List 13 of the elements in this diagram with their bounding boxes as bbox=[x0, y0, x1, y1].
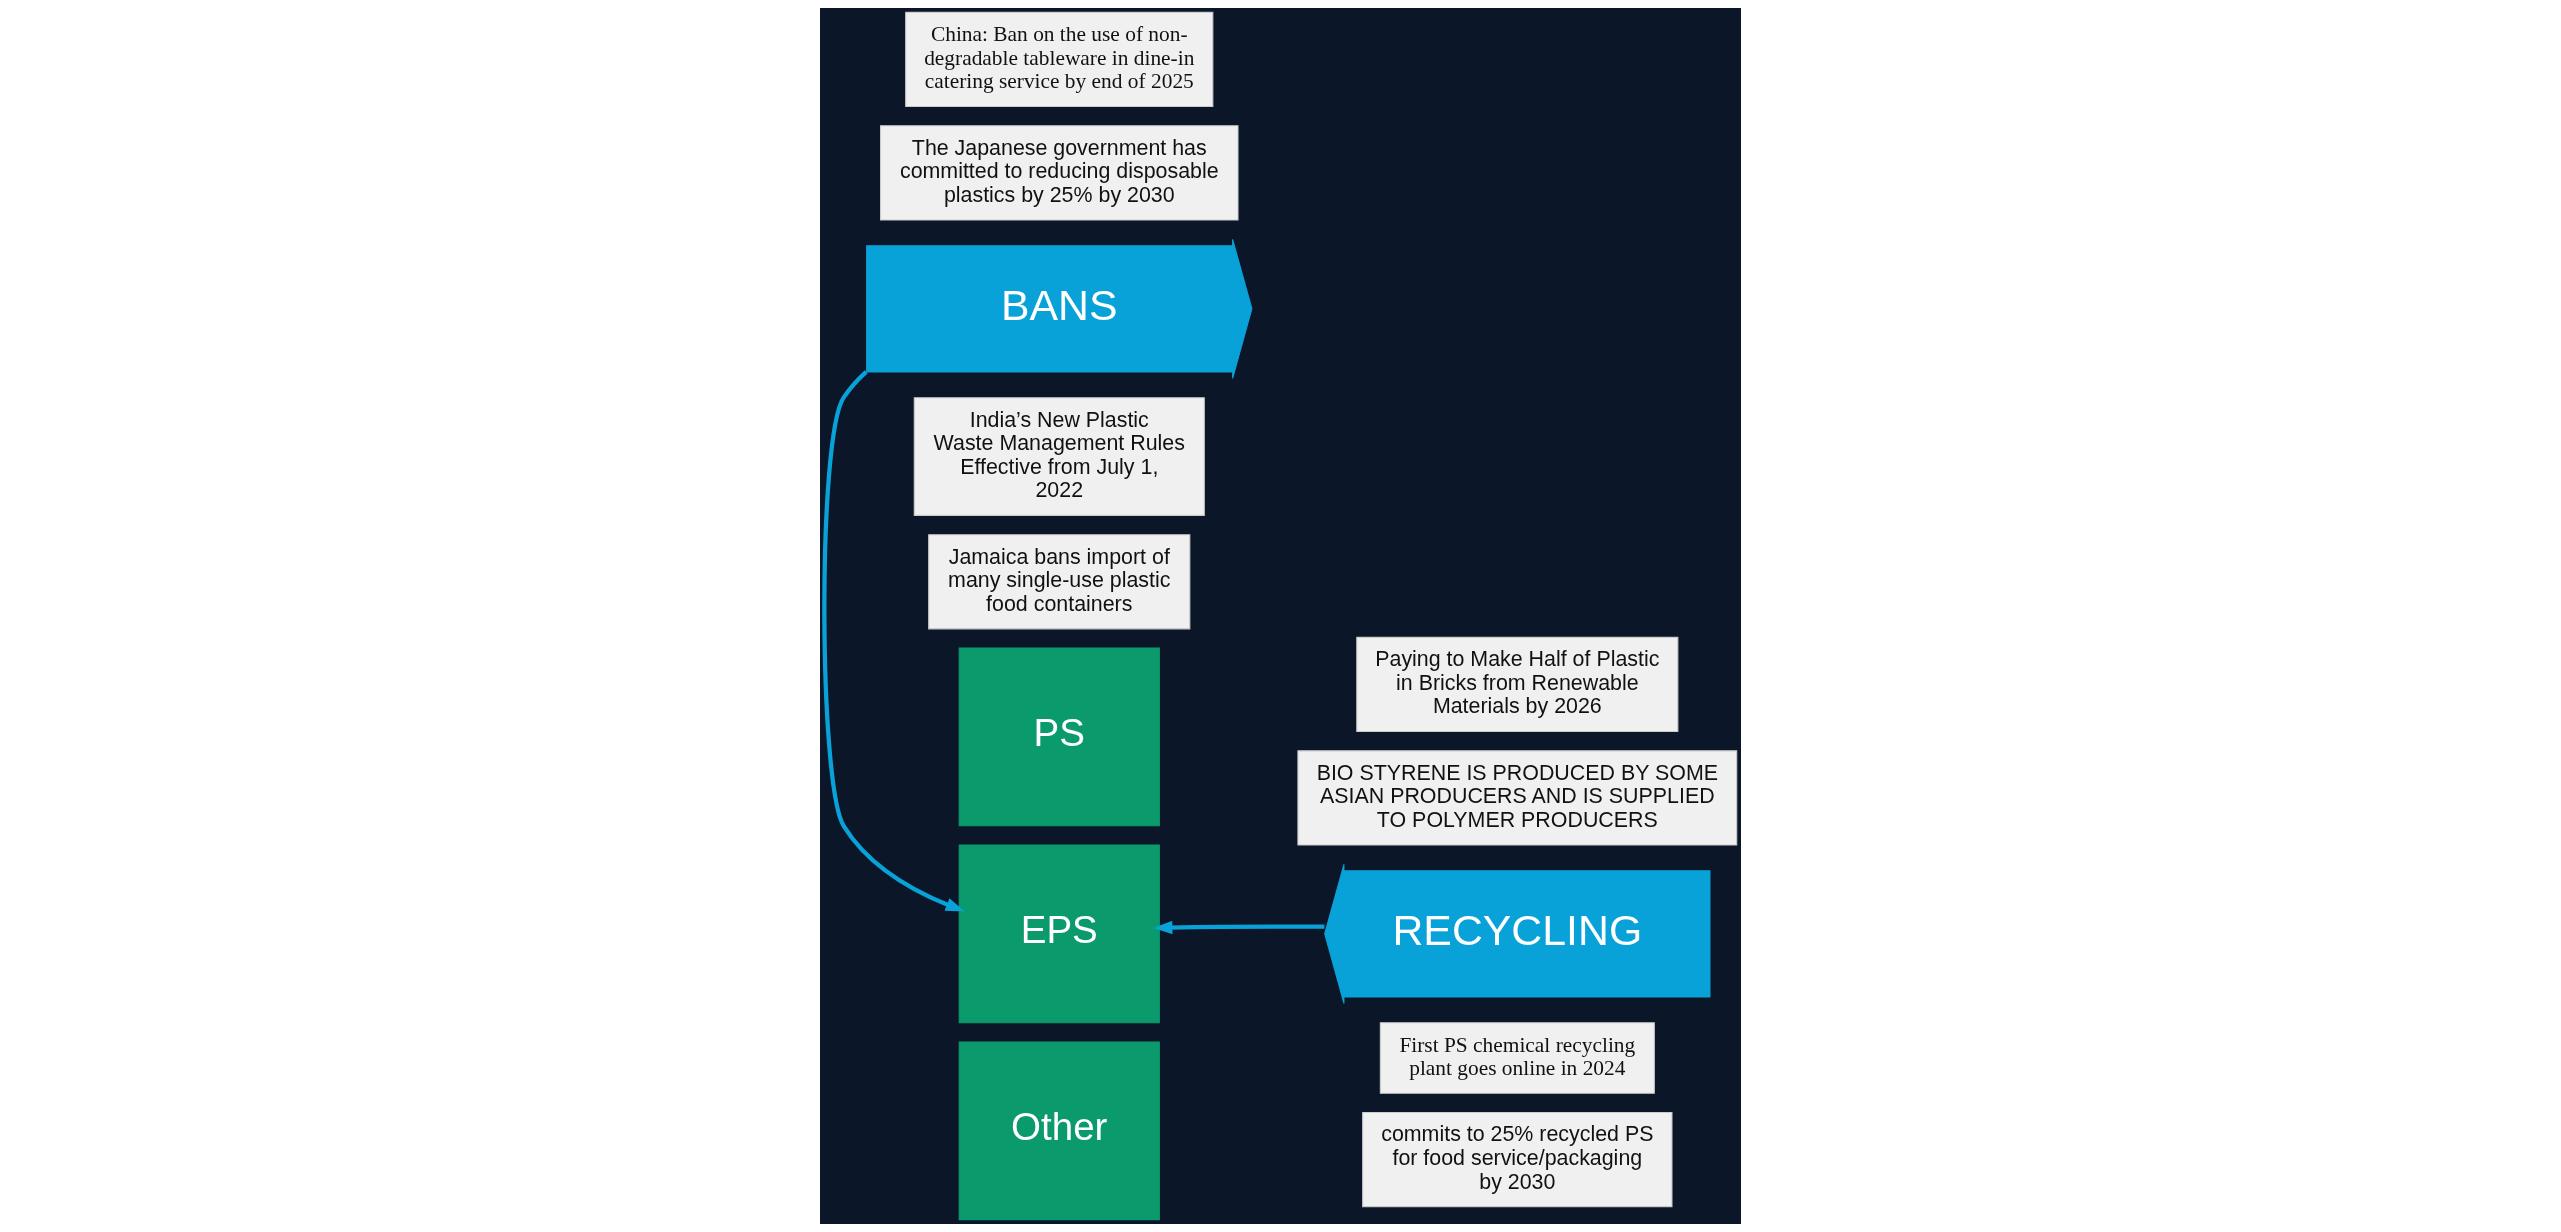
node-box: The Japanese government has committed to reducing disposable plastics by 25% by 2030 bbox=[880, 125, 1239, 221]
node-box: Paying to Make Half of Plastic in Bricks from Renewable Materials by 2026 bbox=[1356, 636, 1679, 733]
node-box: India’s New Plastic Waste Management Rules Effective from July 1, 2022 bbox=[913, 397, 1205, 516]
node-box: PS bbox=[958, 647, 1160, 827]
node-box: EPS bbox=[958, 844, 1160, 1024]
node-box: Other bbox=[958, 1041, 1160, 1221]
node-box: commits to 25% recycled PS for food service/packaging by 2030 bbox=[1362, 1112, 1673, 1208]
node-box: BIO STYRENE IS PRODUCED BY SOME ASIAN PRODUCERS AND IS SUPPLIED TO POLYMER PRODUCERS bbox=[1297, 750, 1738, 846]
arrow bbox=[1153, 920, 1325, 935]
node-box: Jamaica bans import of many single-use plastic food containers bbox=[928, 534, 1191, 630]
arrow bbox=[822, 370, 965, 912]
node-box: China: Ban on the use of non-degradable tableware in dine-in catering service by end of 2025 bbox=[905, 11, 1214, 108]
node-box: First PS chemical recycling plant goes online in 2024 bbox=[1379, 1022, 1655, 1094]
